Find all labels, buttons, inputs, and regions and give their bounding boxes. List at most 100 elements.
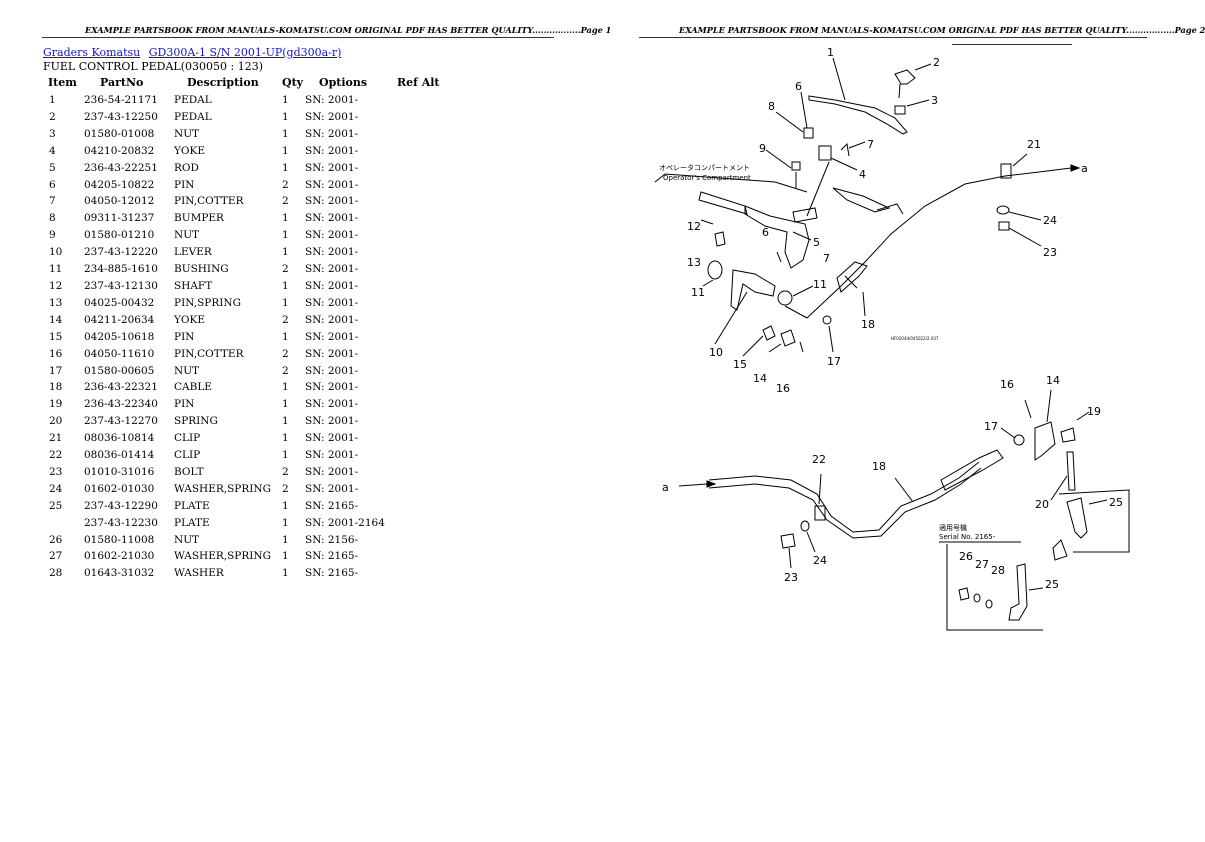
- cell-description: SPRING: [174, 415, 218, 428]
- cell-options: SN: 2001-: [305, 110, 359, 123]
- cell-description: CABLE: [174, 381, 212, 394]
- page-1: EXAMPLE PARTSBOOK FROM MANUALS-KOMATSU.C…: [0, 0, 611, 842]
- cell-qty: 1: [282, 110, 289, 123]
- callout-label: 22: [812, 453, 826, 466]
- cell-ref-alt: [397, 312, 447, 329]
- callout-label: 16: [1000, 378, 1014, 391]
- callout-label: 1: [827, 46, 834, 59]
- cell-description: WASHER: [174, 567, 224, 580]
- cell-partno: 236-54-21171: [84, 94, 158, 106]
- cell-partno: 237-43-12270: [84, 415, 158, 428]
- cell-partno: 04205-10822: [84, 178, 155, 191]
- cell-options: SN: 2001-: [305, 364, 359, 377]
- callout-label: 7: [823, 252, 830, 265]
- cell-description: PIN,COTTER: [174, 347, 244, 360]
- cell-partno: 237-43-12230: [84, 516, 158, 529]
- cell-item: 3: [49, 127, 56, 140]
- cell-item: 2: [49, 110, 56, 123]
- cell-options: SN: 2001-: [305, 144, 359, 157]
- cell-ref-alt: [397, 227, 447, 244]
- pedal-shape: [808, 95, 908, 135]
- cell-qty: 1: [282, 550, 289, 563]
- section-title: FUEL CONTROL PEDAL(030050 : 123): [43, 60, 263, 73]
- cell-qty: 2: [282, 364, 289, 377]
- cell-partno: 08036-01414: [84, 449, 155, 462]
- callout-label: 23: [784, 571, 798, 584]
- callout-label: 24: [1043, 214, 1057, 227]
- cell-partno: 04050-12012: [84, 195, 155, 208]
- cell-qty: 1: [282, 533, 289, 546]
- callout-label: 18: [872, 460, 886, 473]
- cell-item: 13: [49, 296, 63, 309]
- serial-note-jp: 適用号機: [939, 523, 967, 532]
- breadcrumb-link-model[interactable]: GD300A-1 S/N 2001-UP(gd300a-r): [148, 46, 342, 59]
- cell-ref-alt: [397, 329, 447, 346]
- callout-label: 19: [1087, 405, 1101, 418]
- callout-label: 16: [776, 382, 790, 395]
- cell-item: 6: [49, 178, 56, 191]
- cell-qty: 2: [282, 482, 289, 495]
- header-rule: [639, 37, 1147, 38]
- cell-item: 20: [49, 415, 63, 428]
- cell-options: SN: 2001-: [305, 449, 359, 462]
- callout-label: 21: [1027, 138, 1041, 151]
- cell-options: SN: 2165-: [305, 567, 359, 580]
- serial-note-en: Serial No. 2165-: [939, 533, 996, 541]
- cell-partno: 237-43-12250: [84, 110, 158, 123]
- cell-qty: 1: [282, 330, 289, 343]
- cell-qty: 1: [282, 144, 289, 157]
- cell-ref-alt: [397, 565, 447, 582]
- cell-options: SN: 2156-: [305, 533, 359, 546]
- cell-partno: 237-43-12220: [84, 246, 158, 259]
- cell-qty: 2: [282, 195, 289, 208]
- table-header-row: Item PartNo Description Qty Options Ref …: [42, 75, 447, 92]
- callout-label: 18: [861, 318, 875, 331]
- page-2: EXAMPLE PARTSBOOK FROM MANUALS-KOMATSU.C…: [595, 0, 1205, 842]
- cell-description: PIN,COTTER: [174, 195, 244, 208]
- cell-options: SN: 2001-: [305, 279, 359, 292]
- cell-ref-alt: [397, 447, 447, 464]
- cell-description: ROD: [174, 161, 199, 174]
- callout-label: 23: [1043, 246, 1057, 259]
- column-header-description: Description: [187, 76, 259, 90]
- cell-item: 11: [49, 263, 63, 276]
- cell-ref-alt: [397, 464, 447, 481]
- cell-description: SHAFT: [174, 279, 213, 292]
- cell-options: SN: 2001-: [305, 415, 359, 428]
- cell-ref-alt: [397, 481, 447, 498]
- cell-qty: 1: [282, 398, 289, 411]
- callout-label: 9: [759, 142, 766, 155]
- column-header-item: Item: [48, 76, 77, 90]
- cell-item: 25: [49, 499, 63, 512]
- cell-item: 14: [49, 313, 63, 326]
- cell-partno: 01580-11008: [84, 533, 155, 546]
- cell-options: SN: 2001-: [305, 195, 359, 208]
- callout-label: 8: [768, 100, 775, 113]
- cell-ref-alt: [397, 92, 447, 109]
- cell-description: PIN: [174, 330, 195, 343]
- cell-description: BUSHING: [174, 263, 229, 276]
- arrow-label: a: [1081, 162, 1088, 175]
- cell-partno: 09311-31237: [84, 212, 155, 225]
- breadcrumb-link-graders[interactable]: Graders Komatsu: [43, 46, 141, 59]
- cell-ref-alt: [397, 143, 447, 160]
- page-header: EXAMPLE PARTSBOOK FROM MANUALS-KOMATSU.C…: [85, 25, 612, 35]
- column-header-options: Options: [319, 76, 368, 90]
- cell-ref-alt: [397, 430, 447, 447]
- cell-qty: 1: [282, 161, 289, 174]
- cell-options: SN: 2001-: [305, 313, 359, 326]
- cell-ref-alt: [397, 244, 447, 261]
- cell-description: PIN: [174, 398, 195, 411]
- cell-options: SN: 2001-: [305, 161, 359, 174]
- cell-description: LEVER: [174, 246, 212, 259]
